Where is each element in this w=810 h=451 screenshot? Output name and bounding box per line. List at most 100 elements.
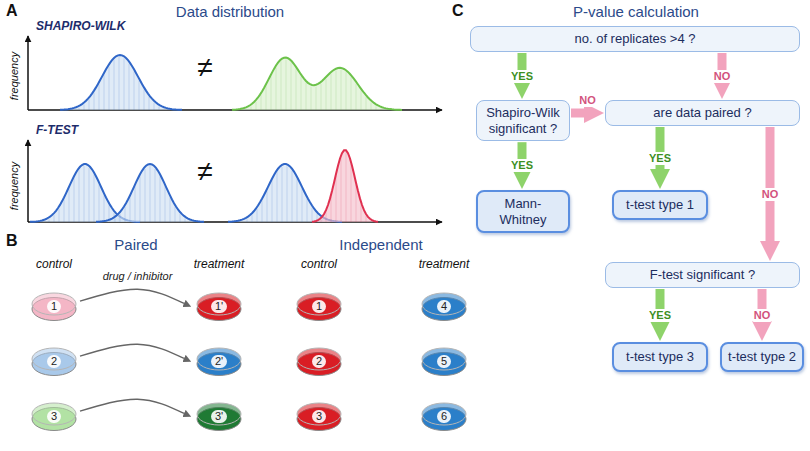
petri-dish: 3' — [195, 400, 243, 432]
hatch-stroke — [247, 219, 248, 222]
hatch-stroke — [311, 87, 312, 110]
petri-dish: 2 — [295, 345, 343, 377]
dish-number: 1' — [211, 300, 227, 313]
test-name: F-TEST — [36, 124, 78, 138]
panel-title: P-value calculation — [573, 3, 699, 20]
hatch-stroke — [356, 84, 357, 110]
hatch-stroke — [165, 187, 166, 222]
column-label: treatment — [194, 258, 245, 272]
hatch-stroke — [145, 169, 146, 222]
hatch-stroke — [267, 191, 268, 222]
hatch-stroke — [139, 80, 140, 110]
hatch-stroke — [266, 86, 267, 110]
hatch-stroke — [356, 185, 357, 222]
y-axis — [27, 140, 29, 222]
hatch-stroke — [286, 60, 287, 110]
decision-box: are data paired ? — [605, 100, 800, 126]
hatch-stroke — [180, 214, 181, 222]
hatch-stroke — [262, 201, 263, 222]
hatch-stroke — [376, 106, 377, 110]
distribution-curve — [96, 164, 204, 222]
petri-dish: 5 — [420, 345, 468, 377]
hatch-stroke — [361, 204, 362, 222]
hatch-stroke — [155, 169, 156, 222]
test-name: SHAPIRO-WILK — [36, 20, 125, 34]
dish-lid — [197, 293, 241, 315]
dish-number: 2 — [312, 355, 326, 368]
distribution-fill — [60, 55, 182, 110]
result-box: Mann-Whitney — [476, 190, 570, 233]
result-box: t-test type 1 — [612, 190, 708, 220]
hatch-stroke — [115, 219, 116, 222]
hatch-stroke — [361, 91, 362, 110]
edge-label: YES — [509, 159, 535, 172]
hatch-stroke — [292, 171, 293, 222]
petri-dish: 2' — [195, 345, 243, 377]
hatch-stroke — [351, 77, 352, 110]
hatch-stroke — [109, 66, 110, 110]
distribution-fill — [96, 164, 205, 222]
node-text: F-test significant ? — [650, 267, 756, 283]
hatch-stroke — [175, 207, 176, 222]
hatch-stroke — [321, 220, 322, 222]
hatch-stroke — [346, 152, 347, 222]
hatch-stroke — [261, 95, 262, 110]
not-equal-sign: ≠ — [197, 52, 212, 84]
hatch-stroke — [271, 77, 272, 110]
hatch-stroke — [326, 79, 327, 110]
edge-label: YES — [509, 70, 535, 83]
petri-dish: 3 — [295, 400, 343, 432]
hatch-stroke — [307, 199, 308, 222]
dish-lid — [32, 403, 76, 425]
panel-letter: B — [6, 232, 18, 250]
decision-box: F-test significant ? — [605, 262, 800, 288]
hatch-stroke — [366, 216, 367, 222]
dish-number: 2' — [211, 355, 227, 368]
petri-dish: 3 — [30, 400, 78, 432]
hatch-stroke — [185, 219, 186, 222]
hatch-stroke — [276, 68, 277, 110]
panel-title: Data distribution — [176, 3, 284, 20]
hatch-stroke — [159, 107, 160, 110]
hatch-stroke — [312, 208, 313, 222]
hatch-stroke — [69, 189, 70, 222]
hatch-stroke — [89, 168, 90, 222]
hatch-stroke — [124, 58, 125, 110]
hatch-stroke — [341, 70, 342, 110]
edge-label: NO — [577, 94, 598, 107]
hatch-stroke — [301, 76, 302, 110]
hatch-stroke — [256, 102, 257, 110]
hatch-stroke — [257, 209, 258, 222]
hatch-stroke — [170, 197, 171, 222]
hatch-stroke — [381, 109, 382, 110]
dish-lid — [32, 293, 76, 315]
hatch-stroke — [104, 75, 105, 110]
hatch-stroke — [154, 103, 155, 110]
hatch-stroke — [99, 84, 100, 110]
petri-dish: 4 — [420, 290, 468, 322]
hatch-stroke — [59, 209, 60, 222]
hatch-stroke — [64, 199, 65, 222]
hatch-stroke — [302, 189, 303, 222]
hatch-stroke — [144, 89, 145, 110]
hatch-stroke — [119, 57, 120, 110]
group-title: Independent — [339, 236, 422, 253]
hatch-stroke — [321, 84, 322, 110]
panel-letter: A — [6, 2, 18, 20]
edge-label: YES — [647, 152, 673, 165]
hatch-stroke — [287, 166, 288, 222]
hatch-stroke — [341, 158, 342, 222]
hatch-stroke — [336, 176, 337, 222]
petri-dish: 2 — [30, 345, 78, 377]
result-box: t-test type 3 — [612, 342, 708, 372]
node-text: Mann-Whitney — [483, 196, 563, 227]
hatch-stroke — [99, 184, 100, 222]
hatch-stroke — [89, 100, 90, 110]
hatch-stroke — [331, 197, 332, 222]
dish-lid — [197, 348, 241, 370]
column-label: control — [36, 258, 72, 272]
dish-lid — [197, 403, 241, 425]
column-label: control — [301, 258, 337, 272]
distribution-fill — [232, 58, 402, 110]
